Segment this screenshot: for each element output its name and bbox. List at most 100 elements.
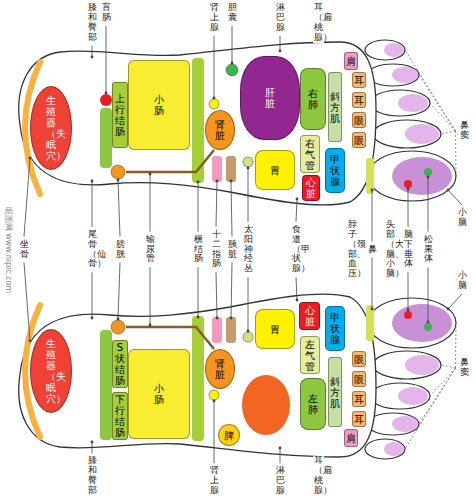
reflex-zone: 耳 [352,92,366,108]
leader-dot [247,167,250,170]
organ-label: 胰脏 [227,240,238,260]
leader-line [372,190,373,242]
reflex-zone: 肾脏 [205,349,235,389]
reflex-zone: 小肠 [128,60,190,150]
zone-label: 眼 [354,374,364,385]
ureter-line [126,150,214,172]
zone-label: S状结肠 [115,342,125,386]
reflex-zone: 胃 [255,309,295,349]
zone-label: 耳 [354,414,364,425]
zone-label: 小肠 [154,94,164,116]
pancreas-band [226,156,236,182]
zone-label: 脾 [224,430,234,441]
organ-label: 耳（扁桃腺） [313,456,324,496]
leader-dot [149,324,152,327]
zone-label: 耳 [354,75,364,86]
reflex-zone: 斜方肌 [328,357,342,427]
zone-label: 肾脏 [215,119,225,141]
leader-line [408,272,409,310]
reflex-zone: 心脏 [302,175,320,201]
leader-line [448,294,462,309]
organ-label: 肾上腺 [209,3,220,33]
leader-dot [296,198,299,201]
reflex-zone: 甲状腺 [325,306,345,351]
mirrored-foot [19,294,456,459]
reflex-zone: 眼 [352,132,366,148]
organ-label: 输尿管 [145,235,156,265]
zone-label: 生殖器（失眠穴） [46,95,56,161]
organ-label: 脖子（颈部、血压） [347,220,358,279]
leader-line [441,365,456,368]
leader-dot [117,318,120,321]
duodenum-band [212,156,222,182]
toe-outline [365,40,405,60]
reflex-zone: 甲状腺 [325,148,345,193]
leader-dot [216,317,219,320]
neck-band [366,158,374,194]
organ-label: 十二指肠 [211,230,222,270]
leader-dot [231,62,234,65]
leader-line [231,181,232,237]
leader-dot [29,157,32,160]
leader-line [430,368,456,396]
organ-label: 盲肠 [101,3,112,23]
zone-label: 眼 [354,135,364,146]
leader-line [419,368,456,424]
organ-label: 鼻窦 [459,358,470,378]
leader-line [441,131,456,134]
reflex-zone: 眼 [352,112,366,128]
leader-line [428,267,429,322]
zone-label: 右气管 [305,138,315,171]
zone-label: 甲状腺 [330,312,340,345]
leader-line [24,158,30,237]
zone-label: 胃 [270,165,280,176]
leader-line [214,401,215,463]
organ-label: 食道（甲状腺） [291,225,302,274]
toe-patch [405,124,439,144]
organ-label: 尾骨（仙骨） [87,230,98,270]
organ-label: 耳（扁桃腺） [313,3,324,43]
reflex-zone: 肾脏 [205,110,235,150]
leader-dot [91,56,94,59]
organ-label: 小脑 [457,208,468,228]
zone-label: 斜方肌 [330,376,340,409]
leader-line [248,168,249,222]
leader-dot [407,309,410,312]
leader-line [428,177,429,232]
leader-line [455,323,457,368]
leader-line [106,26,107,93]
leader-line [198,267,199,317]
leader-line [216,181,217,227]
leader-dot [91,441,94,444]
watermark: 昵图网 www.nipic.com [3,207,14,294]
zone-label: 胃 [270,324,280,335]
reflex-zone: 小肠 [128,349,190,439]
reflex-zone: 上行结肠 [112,82,128,148]
leader-line [216,272,217,318]
organ-label: 小脑 [457,271,468,291]
leader-dot [29,340,32,343]
organ-label: 坐骨 [19,240,30,260]
leader-dot [213,97,216,100]
leader-line [118,180,120,237]
leader-line [296,277,297,300]
leader-line [455,131,457,176]
organ-label: 膝和臀部 [87,3,98,43]
reflex-zone: 生殖器（失眠穴） [30,86,72,170]
zone-label: 斜方肌 [330,91,340,124]
organ-label: 膀胱 [115,240,126,260]
reflex-zone: S状结肠 [112,340,128,388]
zone-label: 甲状腺 [330,154,340,187]
zone-label: 眼 [354,115,364,126]
solar-plexus-dot [243,157,253,167]
leader-line [92,442,93,453]
organ-label: 脑下垂体 [403,230,414,270]
leader-dot [91,180,94,183]
zone-label: 眼 [354,354,364,365]
zone-label: 右肺 [308,88,318,110]
zone-label: 耳 [354,394,364,405]
toe-patch [384,43,404,57]
toe-outline [370,90,430,116]
pineal-dot [424,168,432,176]
